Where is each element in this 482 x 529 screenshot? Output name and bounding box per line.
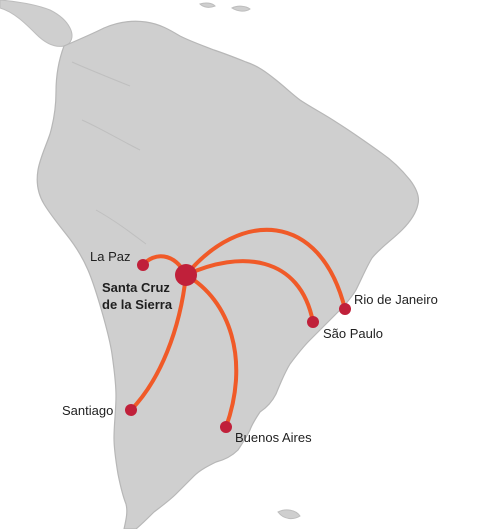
city-label-sao-paulo: São Paulo bbox=[323, 326, 383, 341]
city-label-buenos-aires: Buenos Aires bbox=[235, 430, 312, 445]
city-marker-santiago[interactable] bbox=[125, 404, 137, 416]
route-santa-cruz-sao-paulo bbox=[184, 259, 315, 324]
city-label-la-paz: La Paz bbox=[90, 249, 130, 264]
city-label-santiago: Santiago bbox=[62, 403, 113, 418]
city-label-rio-de-janeiro: Rio de Janeiro bbox=[354, 292, 438, 307]
city-marker-buenos-aires[interactable] bbox=[220, 421, 232, 433]
caribbean-island bbox=[199, 2, 216, 8]
south-america-landmass bbox=[36, 20, 420, 529]
city-label-santa-cruz-line1: Santa Cruz bbox=[102, 280, 170, 295]
city-label-santa-cruz-line2: de la Sierra bbox=[102, 297, 173, 312]
central-america-landmass bbox=[0, 0, 73, 47]
city-marker-sao-paulo[interactable] bbox=[307, 316, 319, 328]
city-marker-rio-de-janeiro[interactable] bbox=[339, 303, 351, 315]
city-marker-santa-cruz[interactable] bbox=[175, 264, 197, 286]
route-santa-cruz-santiago bbox=[129, 273, 188, 412]
route-santa-cruz-buenos-aires bbox=[184, 273, 239, 429]
caribbean-island bbox=[231, 5, 251, 12]
route-santa-cruz-rio-de-janeiro bbox=[184, 227, 347, 311]
island bbox=[277, 509, 301, 520]
city-marker-la-paz[interactable] bbox=[137, 259, 149, 271]
terrain-relief bbox=[71, 61, 147, 245]
